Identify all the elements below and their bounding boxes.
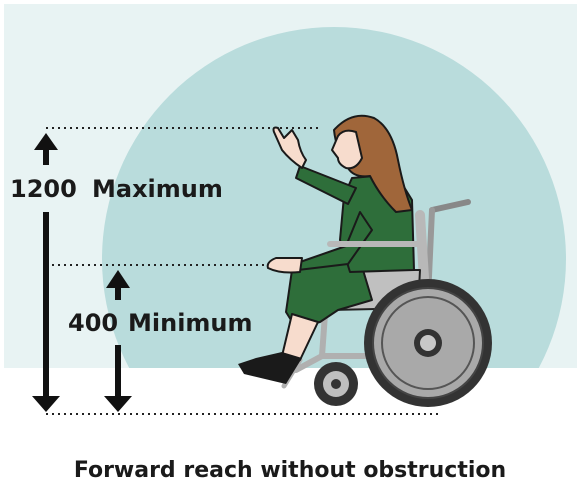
max-value: 1200: [10, 175, 77, 203]
max-label: Maximum: [92, 175, 223, 203]
caption: Forward reach without obstruction: [74, 458, 506, 483]
min-value: 400: [68, 309, 118, 337]
min-label: Minimum: [128, 309, 253, 337]
